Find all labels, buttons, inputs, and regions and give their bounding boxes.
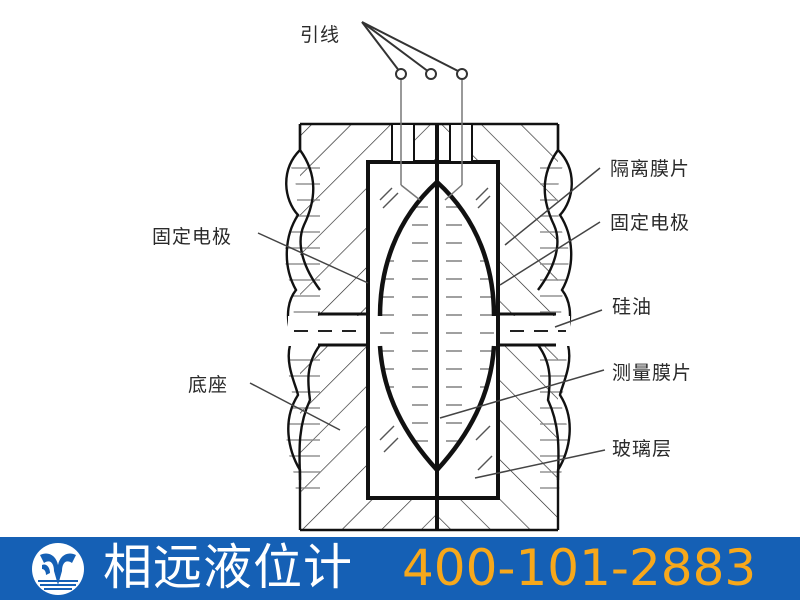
label-base: 底座 [188,374,229,396]
label-isolation-diaphragm: 隔离膜片 [610,158,691,180]
xiangyuan-logo-icon [28,541,88,597]
label-fixed-electrode-right: 固定电极 [610,212,691,234]
phone-number: 400-101-2883 [402,539,757,597]
label-silicone-oil: 硅油 [612,296,653,318]
sensor-diagram: 引线 隔离膜片 固定电极 固定电极 硅油 底座 测量膜片 玻璃层 [152,21,693,532]
label-fixed-electrode-left: 固定电极 [152,226,233,248]
sensor-cross-section-drawing [249,21,606,532]
brand-name: 相远液位计 [103,539,354,596]
label-lead-wire: 引线 [300,24,341,46]
brand-banner: 相远液位计 400-101-2883 [0,537,800,600]
label-measuring-diaphragm: 测量膜片 [612,362,693,384]
label-glass-layer: 玻璃层 [612,438,673,460]
